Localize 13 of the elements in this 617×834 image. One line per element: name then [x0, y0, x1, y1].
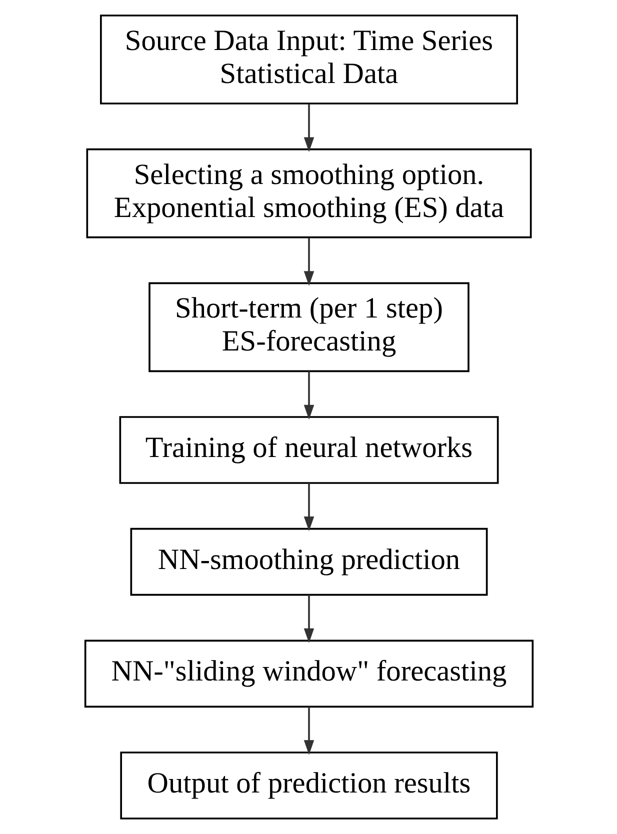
- node-box: Selecting a smoothing option. Exponential smoothing (ES) data: [86, 148, 532, 238]
- arrow: [303, 238, 314, 286]
- node-box: Training of neural networks: [118, 416, 498, 484]
- node-box: Output of prediction results: [120, 752, 498, 820]
- arrow: [303, 104, 314, 152]
- node-box: NN-smoothing prediction: [130, 528, 488, 596]
- arrow: [303, 371, 314, 420]
- node-box: Short-term (per 1 step) ES-forecasting: [148, 282, 469, 372]
- arrow: [303, 594, 314, 644]
- node-box: NN-"sliding window" forecasting: [84, 640, 534, 708]
- arrow: [303, 483, 314, 532]
- node-box: Source Data Input: Time Series Statistical Data: [100, 14, 518, 104]
- arrow: [303, 706, 314, 755]
